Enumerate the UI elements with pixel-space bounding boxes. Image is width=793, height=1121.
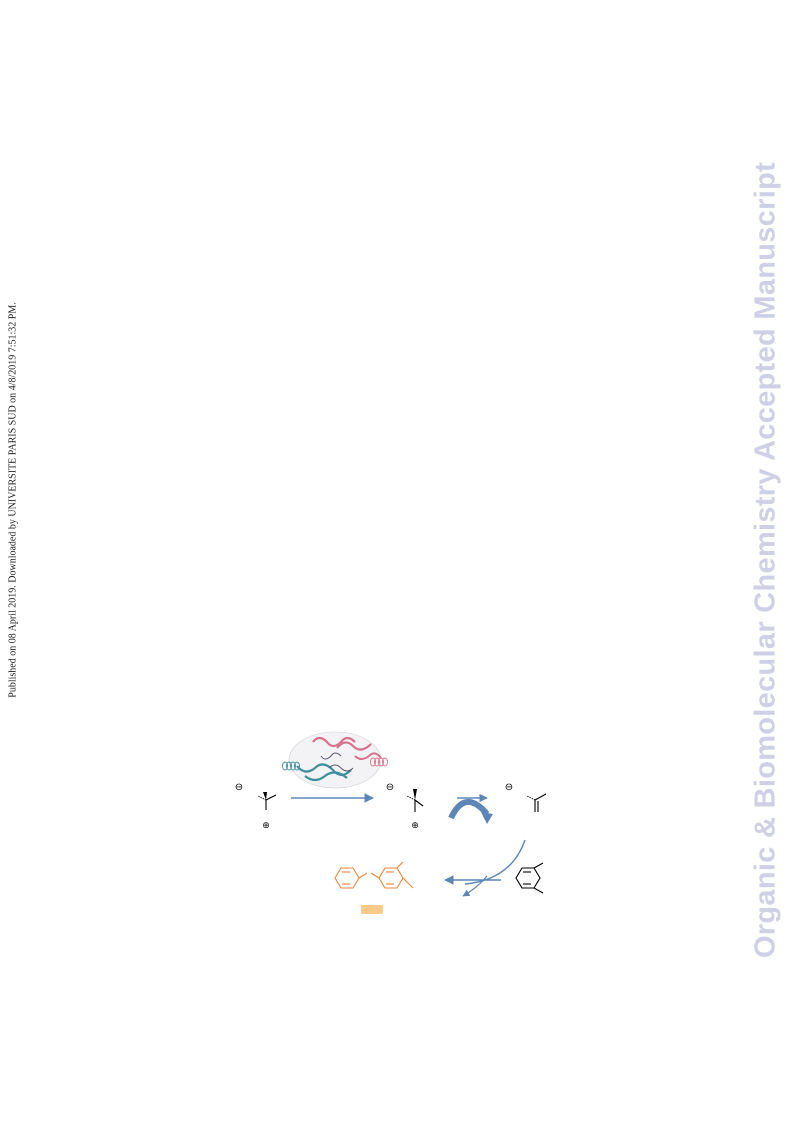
product-label-box — [361, 905, 383, 914]
curved-reaction-arrow — [448, 799, 490, 820]
reaction-scheme-graphic: ⊖ ⊕ ⊖ ⊕ ⊖ — [235, 731, 547, 914]
reaction-scheme: ⊖ ⊕ ⊖ ⊕ ⊖ — [225, 722, 565, 922]
alkene-molecule: ⊖ — [505, 782, 547, 812]
charge-minus-label: ⊖ — [505, 782, 513, 793]
charge-minus-label: ⊖ — [235, 782, 243, 793]
charge-minus-label: ⊖ — [386, 782, 394, 793]
accepted-manuscript-watermark: Organic & Biomolecular Chemistry Accepte… — [749, 161, 782, 959]
publication-note: Published on 08 April 2019. Downloaded b… — [7, 302, 19, 698]
charge-plus-label: ⊕ — [262, 821, 270, 831]
charge-plus-label: ⊕ — [411, 821, 419, 831]
product-molecules — [334, 861, 414, 889]
aromatic-reactant-molecule — [515, 862, 544, 894]
pathway-curve — [464, 839, 526, 885]
enzyme-structure-image — [282, 731, 388, 789]
substrate-molecule: ⊖ ⊕ — [235, 782, 277, 831]
intermediate-molecule: ⊖ ⊕ — [386, 782, 424, 831]
